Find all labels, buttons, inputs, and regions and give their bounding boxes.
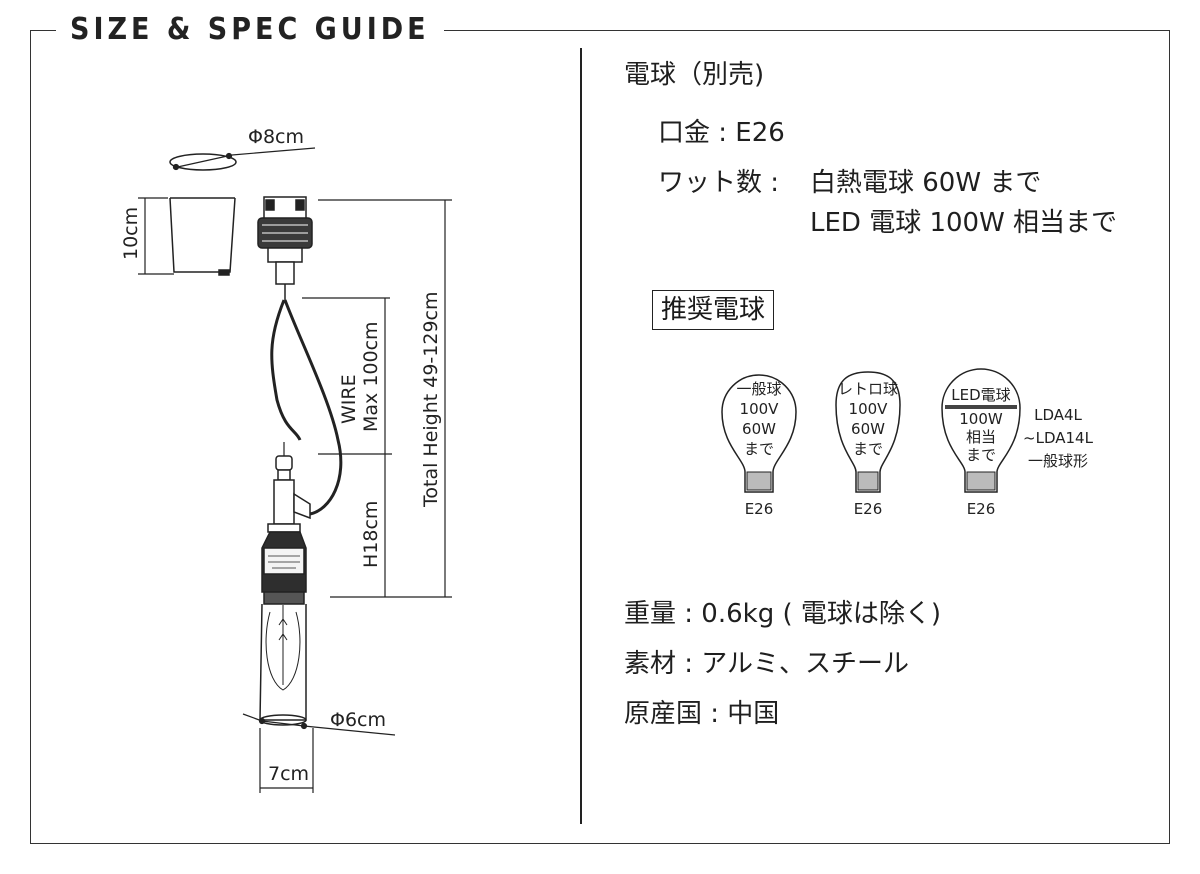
- bulb-led-equivalent: 相当: [966, 428, 996, 446]
- width-dimension: [259, 728, 314, 793]
- bulb-retro-voltage: 100V: [849, 400, 889, 418]
- bulb-led-limit: まで: [966, 446, 996, 464]
- bulb-retro-limit: まで: [853, 440, 883, 458]
- valve-illustration: [267, 442, 311, 533]
- bulb-standard: 一般球 100V 60W まで E26: [721, 374, 797, 518]
- height-dimensions: [302, 199, 452, 598]
- wire-label: WIRE: [338, 374, 360, 424]
- led-model-shape: 一般球形: [1028, 452, 1088, 470]
- column-divider: [580, 48, 582, 824]
- origin-spec: 原産国 : 中国: [624, 699, 780, 729]
- total-height-label: Total Height 49-129cm: [420, 291, 442, 508]
- shade-diameter-leader: [172, 147, 316, 171]
- guide-frame: [30, 30, 1170, 844]
- led-model-to: ~LDA14L: [1023, 429, 1094, 447]
- led-model-from: LDA4L: [1034, 406, 1082, 424]
- bottle-illustration: [259, 531, 307, 726]
- bulb-standard-limit: まで: [744, 440, 774, 458]
- bulb-standard-base: E26: [745, 500, 774, 518]
- bulb-led-base: E26: [967, 500, 996, 518]
- bulb-led: LED電球 100W 相当 まで E26: [941, 368, 1021, 518]
- watt-incandescent: 白熱電球 60W まで: [810, 168, 1042, 198]
- page-title: SIZE & SPEC GUIDE: [56, 10, 444, 50]
- weight-spec: 重量 : 0.6kg ( 電球は除く): [624, 599, 942, 629]
- width-label: 7cm: [268, 763, 309, 785]
- wire-left: [270, 299, 302, 441]
- socket-illustration: [257, 196, 313, 300]
- bulb-led-type: LED電球: [951, 386, 1010, 404]
- bulb-standard-voltage: 100V: [740, 400, 780, 418]
- body-height-label: H18cm: [360, 501, 382, 568]
- bulb-heading: 電球（別売): [624, 60, 765, 90]
- bulb-retro-base: E26: [854, 500, 883, 518]
- glass-diameter-label: Φ6cm: [330, 709, 386, 731]
- recommended-bulb-heading: 推奨電球: [652, 290, 775, 330]
- shade-height-dimension: [138, 197, 174, 275]
- bulb-led-watt: 100W: [959, 410, 1003, 428]
- socket-spec: 口金 : E26: [658, 118, 785, 148]
- watt-label: ワット数 :: [658, 168, 780, 198]
- bulb-standard-type: 一般球: [736, 380, 781, 398]
- wire-length-label: Max 100cm: [360, 321, 382, 432]
- shade-height-label: 10cm: [120, 207, 142, 260]
- bulb-retro-type: レトロ球: [838, 380, 898, 398]
- shade-diameter-label: Φ8cm: [248, 126, 304, 148]
- material-spec: 素材 : アルミ、スチール: [624, 649, 910, 679]
- bulb-retro-watt: 60W: [851, 420, 885, 438]
- bulb-retro: レトロ球 100V 60W まで E26: [835, 371, 901, 518]
- shade-illustration: [169, 153, 237, 276]
- glass-diameter-leader: [242, 713, 396, 736]
- watt-led: LED 電球 100W 相当まで: [810, 208, 1118, 238]
- bulb-standard-watt: 60W: [742, 420, 776, 438]
- wire-right: [283, 299, 343, 516]
